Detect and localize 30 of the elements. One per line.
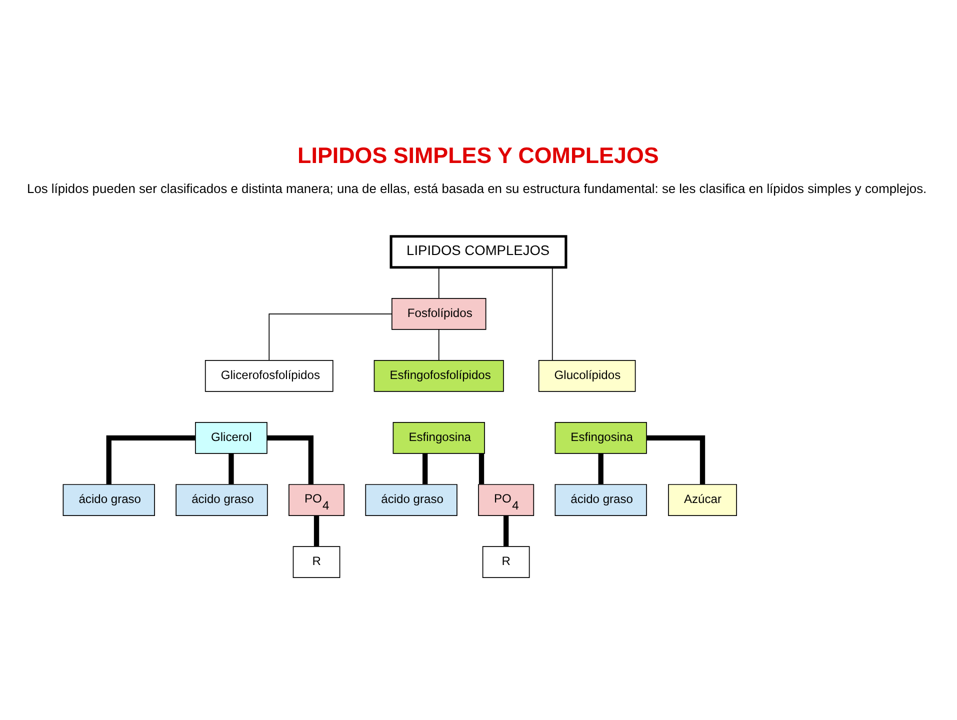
- connector: [646, 435, 706, 484]
- connector: [106, 435, 196, 484]
- node-box: Esfingofosfolípidos: [374, 360, 504, 392]
- node-box: Esfingosina: [554, 422, 647, 454]
- node-box: Azúcar: [668, 484, 737, 516]
- connector: [503, 516, 509, 546]
- node-box: Glicerol: [195, 422, 268, 454]
- node-box: ácido graso: [365, 484, 458, 516]
- node-box: R: [292, 546, 340, 578]
- node-box: R: [482, 546, 530, 578]
- connector: [228, 454, 234, 484]
- node-box: ácido graso: [554, 484, 647, 516]
- connector: [438, 329, 440, 360]
- connector: [268, 313, 392, 361]
- connector: [314, 516, 320, 546]
- node-box: Glicerofosfolípidos: [204, 360, 334, 392]
- node-box: Esfingosina: [392, 422, 485, 454]
- node-box: Fosfolípidos: [391, 298, 486, 330]
- node-box: ácido graso: [176, 484, 268, 516]
- diagram-title: LIPIDOS SIMPLES Y COMPLEJOS: [298, 142, 659, 168]
- label: Los lípidos pueden ser clasificados e distinta manera; una de ellas, está basada en su estructura fundamental: se les clasifica en lípidos simples y complejos.: [27, 180, 927, 196]
- node-box: Glucolípidos: [538, 360, 636, 392]
- connector: [598, 454, 604, 484]
- connector: [478, 454, 484, 484]
- connector: [438, 267, 440, 298]
- connector: [422, 454, 428, 484]
- node-box: LIPIDOS COMPLEJOS: [390, 235, 568, 269]
- connector: [552, 267, 553, 361]
- node-box: ácido graso: [62, 484, 155, 516]
- connector: [267, 435, 314, 484]
